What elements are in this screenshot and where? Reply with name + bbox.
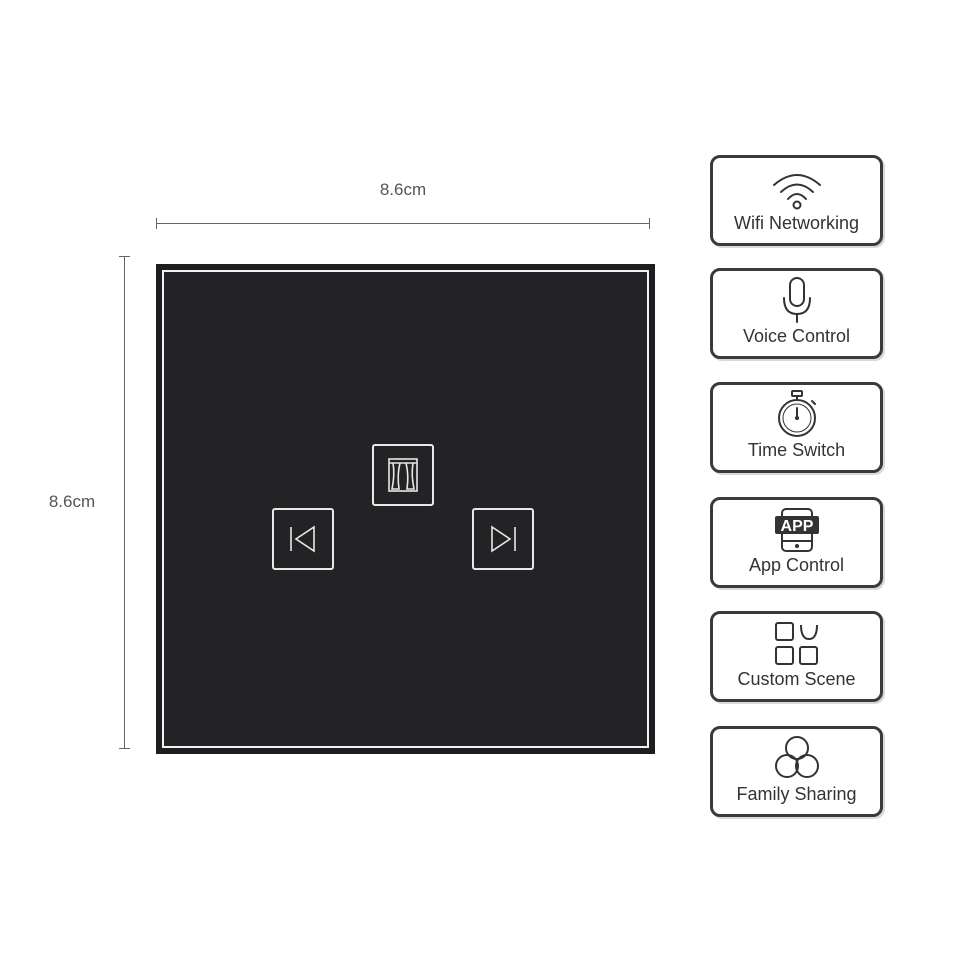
- switch-panel: [156, 264, 655, 754]
- curtain-icon: [388, 458, 418, 492]
- wifi-icon: [771, 167, 823, 211]
- app-icon: APP: [772, 508, 822, 553]
- feature-label: Family Sharing: [736, 784, 857, 804]
- width-dimension-line: [156, 218, 650, 229]
- next-key[interactable]: [472, 508, 534, 570]
- app-badge-text: APP: [780, 518, 813, 535]
- curtain-key[interactable]: [372, 444, 434, 506]
- sharing-circles-icon: [772, 736, 822, 782]
- feature-card-family: Family Sharing: [710, 726, 883, 817]
- feature-label: Voice Control: [742, 326, 851, 346]
- feature-label: Custom Scene: [737, 669, 856, 689]
- stopwatch-icon: [774, 390, 820, 438]
- feature-card-scene: Custom Scene: [710, 611, 883, 702]
- skip-back-icon: [290, 525, 315, 553]
- feature-card-app: APP App Control: [710, 497, 883, 588]
- height-dimension-line: [119, 256, 130, 749]
- feature-card-wifi: Wifi Networking: [710, 155, 883, 246]
- feature-card-voice: Voice Control: [710, 268, 883, 359]
- panel-frame: [162, 270, 649, 748]
- width-dimension-label: 8.6cm: [379, 180, 427, 199]
- feature-label: Wifi Networking: [733, 213, 860, 233]
- feature-label: App Control: [748, 555, 845, 575]
- skip-forward-icon: [491, 525, 516, 553]
- feature-label: Time Switch: [747, 440, 846, 460]
- scene-grid-icon: [773, 622, 821, 667]
- microphone-icon: [780, 277, 814, 324]
- feature-card-time: Time Switch: [710, 382, 883, 473]
- height-dimension-label: 8.6cm: [48, 492, 96, 511]
- previous-key[interactable]: [272, 508, 334, 570]
